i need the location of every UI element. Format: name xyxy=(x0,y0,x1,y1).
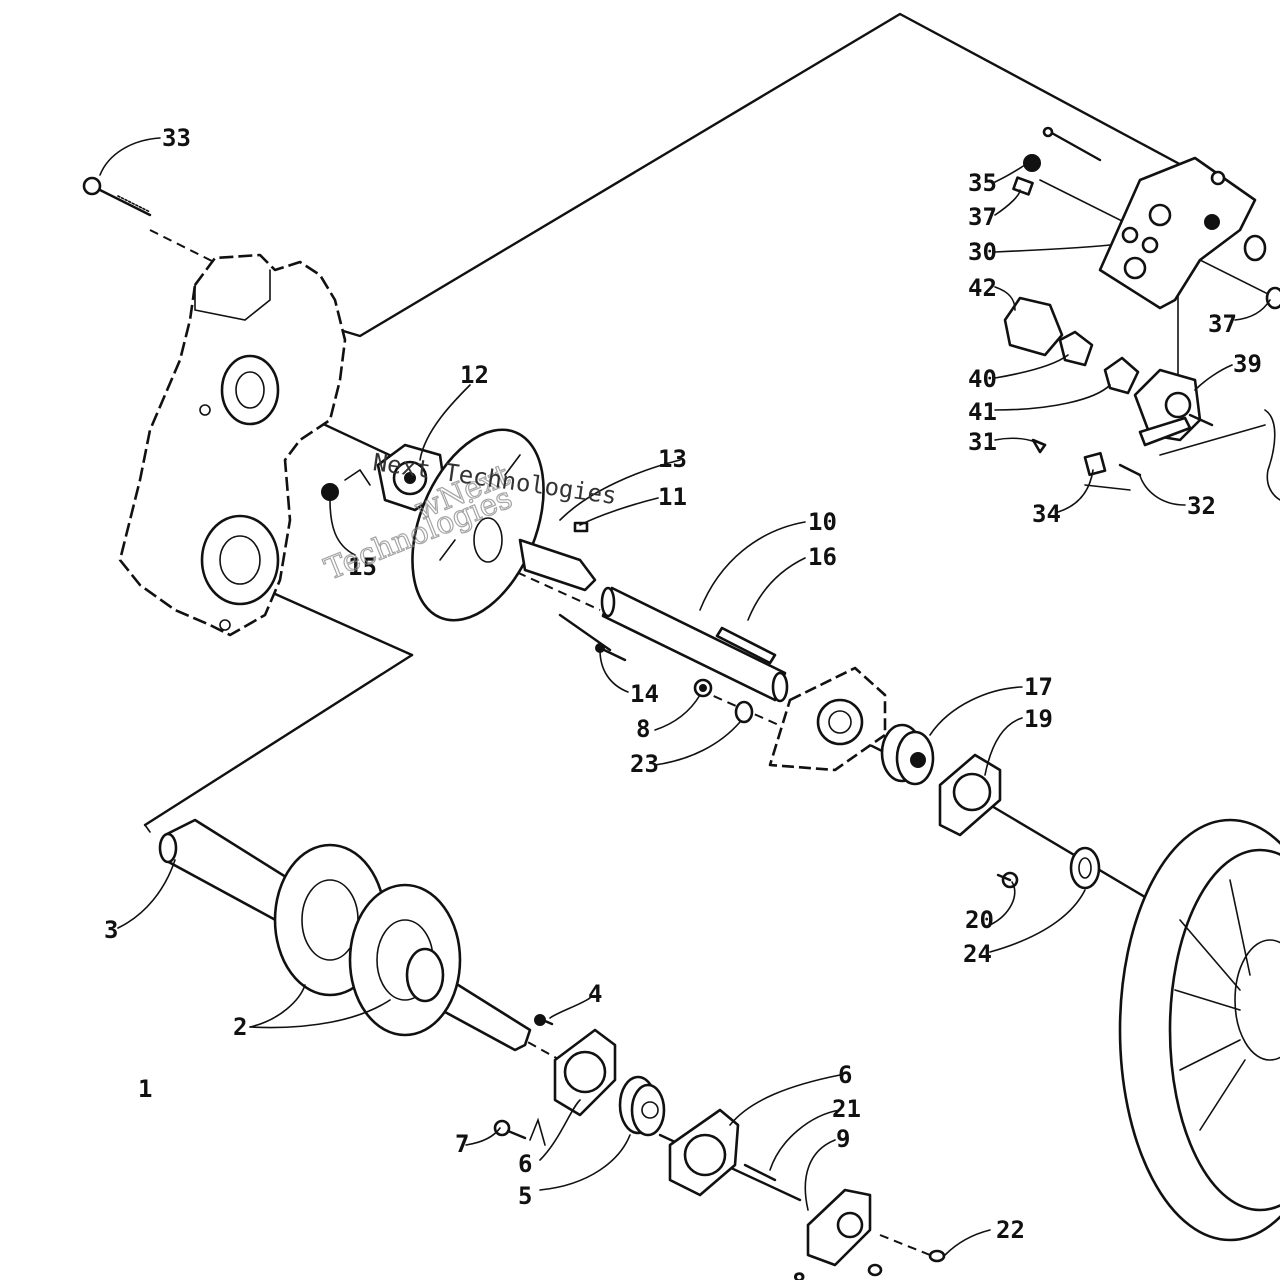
jackshaft-hub xyxy=(518,521,597,592)
callout-13: 11 xyxy=(658,483,687,511)
callout-35: 35 xyxy=(968,169,997,197)
nut-8 xyxy=(693,678,713,698)
clip-34 xyxy=(1083,451,1107,477)
callout-41: 41 xyxy=(968,398,997,426)
callout-24: 24 xyxy=(963,940,992,968)
nut-17 xyxy=(321,468,371,501)
callout-10: 22 xyxy=(996,1216,1025,1244)
callout-7: 7 xyxy=(455,1130,469,1158)
pin-31 xyxy=(1031,438,1047,454)
bearing-5 xyxy=(618,1075,666,1137)
spring-right xyxy=(1264,409,1280,501)
washer-24 xyxy=(1069,846,1101,890)
driven-pulley xyxy=(1118,818,1280,1242)
jackshaft-12 xyxy=(600,586,789,703)
flange-21 xyxy=(938,753,1002,837)
callout-17: 15 xyxy=(348,553,377,581)
bearing-20 xyxy=(880,723,935,786)
callout-2: 2 xyxy=(233,1013,247,1041)
screw-10 xyxy=(867,1249,946,1277)
callout-40: 40 xyxy=(968,365,997,393)
callout-15: 13 xyxy=(658,445,687,473)
flange-6b xyxy=(668,1108,740,1197)
bolt-upper xyxy=(1042,126,1102,162)
flange-6a xyxy=(553,1028,617,1117)
callout-39: 39 xyxy=(1233,350,1262,378)
callout-22: 20 xyxy=(965,906,994,934)
bolt-33 xyxy=(82,176,152,217)
callout-34: 34 xyxy=(1032,500,1061,528)
brake-disc-13 xyxy=(411,428,545,622)
set-screw-4 xyxy=(534,1014,554,1026)
key-19 xyxy=(715,626,777,665)
callout-37a: 37 xyxy=(968,203,997,231)
callout-21: 19 xyxy=(1024,705,1053,733)
callout-3: 3 xyxy=(104,916,118,944)
spacer-37a xyxy=(1012,176,1034,196)
callout-5: 5 xyxy=(518,1182,532,1210)
chaincase-housing xyxy=(118,253,347,637)
callout-11: 21 xyxy=(832,1095,861,1123)
brake-lever-39 xyxy=(1133,368,1214,447)
callout-23: 23 xyxy=(630,750,659,778)
bearing-mount-plate xyxy=(768,666,887,772)
callout-4: 4 xyxy=(588,980,602,1008)
callout-37b: 37 xyxy=(1208,310,1237,338)
bolt-16 xyxy=(595,643,627,662)
callout-33: 33 xyxy=(162,124,191,152)
callout-1: 1 xyxy=(138,1075,152,1103)
callout-6b: 6 xyxy=(838,1061,852,1089)
callout-numbers: 33 12 13 11 15 10 16 14 8 23 17 19 20 24… xyxy=(104,124,1262,1280)
callout-14: 12 xyxy=(460,361,489,389)
callout-6a: 6 xyxy=(518,1150,532,1178)
callout-9: 9 xyxy=(836,1125,850,1153)
pin-11 xyxy=(743,1163,777,1182)
assembly-guide-lines xyxy=(143,12,1280,1256)
callout-20: 17 xyxy=(1024,673,1053,701)
callout-8b: 8 xyxy=(792,1268,806,1280)
callout-31: 31 xyxy=(968,428,997,456)
brake-pads-41 xyxy=(1103,356,1140,395)
speedo-adapter-9 xyxy=(806,1188,872,1267)
callout-32: 32 xyxy=(1187,492,1216,520)
callout-30: 30 xyxy=(968,238,997,266)
callout-42: 42 xyxy=(968,274,997,302)
brake-caliper-42 xyxy=(1003,296,1094,367)
drive-sprocket-2b xyxy=(348,883,462,1037)
callout-19: 16 xyxy=(808,543,837,571)
callout-leaders xyxy=(99,137,1271,1256)
nut-35 xyxy=(1023,154,1041,172)
callout-16: 14 xyxy=(630,680,659,708)
bolt-7 xyxy=(493,1117,546,1146)
nut-upper-right xyxy=(1243,234,1280,310)
brake-bracket-30 xyxy=(1098,156,1257,310)
callout-12: 10 xyxy=(808,508,837,536)
cotter-32 xyxy=(1118,463,1142,477)
washer-23 xyxy=(734,700,754,724)
callout-8: 8 xyxy=(636,715,650,743)
